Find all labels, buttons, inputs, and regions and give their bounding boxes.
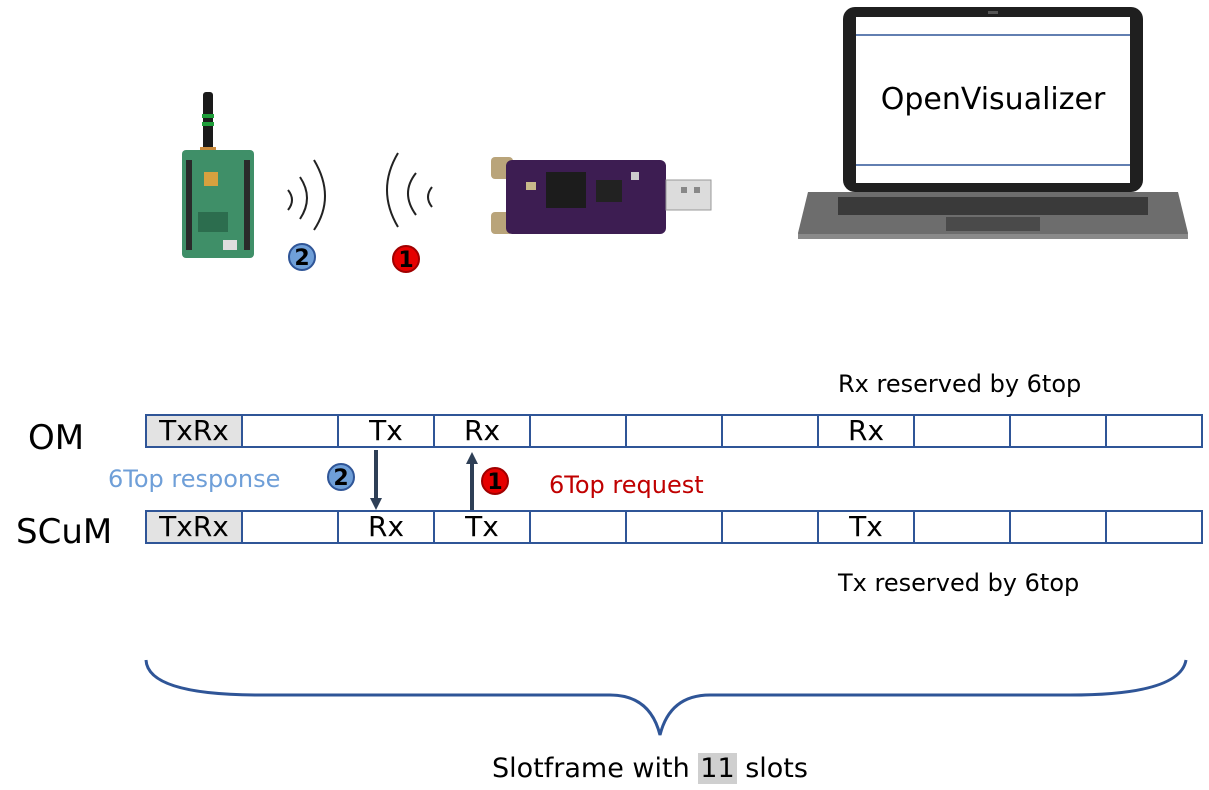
step-1-badge: 1: [392, 245, 420, 273]
om-slot: Rx: [433, 416, 529, 446]
om-slot: [241, 416, 337, 446]
scum-label: SCuM: [16, 512, 113, 552]
caption-suffix: slots: [736, 753, 808, 784]
om-slot-row: TxRx Tx Rx Rx: [145, 414, 1203, 448]
radio-waves-right-icon: [287, 159, 326, 231]
request-badge: 1: [481, 467, 509, 495]
scum-slot: [913, 512, 1009, 542]
mote-board-icon: [182, 92, 254, 258]
response-label: 6Top response: [108, 465, 281, 493]
om-slot: Rx: [817, 416, 913, 446]
scum-slot: Tx: [817, 512, 913, 542]
scum-slot: [1105, 512, 1201, 542]
scum-slot: TxRx: [147, 512, 241, 542]
scum-slot: [529, 512, 625, 542]
laptop-icon: [798, 7, 1188, 239]
scum-slot: [1009, 512, 1105, 542]
openvisualizer-label: OpenVisualizer: [880, 82, 1106, 117]
om-slot: [913, 416, 1009, 446]
scum-slot: [625, 512, 721, 542]
om-slot: TxRx: [147, 416, 241, 446]
scum-slot: Tx: [433, 512, 529, 542]
scum-slot: [721, 512, 817, 542]
request-arrow: [466, 452, 478, 512]
om-slot: [1105, 416, 1201, 446]
caption-prefix: Slotframe with: [492, 753, 699, 784]
om-slot: [721, 416, 817, 446]
slotframe-brace: [144, 659, 1188, 736]
scum-slot-row: TxRx Rx Tx Tx: [145, 510, 1203, 544]
response-arrow: [370, 450, 382, 510]
om-slot: Tx: [337, 416, 433, 446]
response-badge: 2: [327, 463, 355, 491]
usb-dongle-icon: [491, 157, 712, 234]
scum-slot: [241, 512, 337, 542]
caption-count: 11: [698, 753, 737, 784]
tx-reserved-label: Tx reserved by 6top: [838, 569, 1080, 597]
om-slot: [1009, 416, 1105, 446]
laptop-screen: OpenVisualizer: [856, 80, 1130, 120]
rx-reserved-label: Rx reserved by 6top: [838, 370, 1082, 398]
om-slot: [529, 416, 625, 446]
radio-waves-left-icon: [386, 152, 433, 228]
om-slot: [625, 416, 721, 446]
step-2-badge: 2: [288, 243, 316, 271]
om-label: OM: [28, 418, 85, 458]
request-label: 6Top request: [549, 471, 704, 499]
slotframe-caption: Slotframe with 11 slots: [492, 753, 808, 784]
scum-slot: Rx: [337, 512, 433, 542]
